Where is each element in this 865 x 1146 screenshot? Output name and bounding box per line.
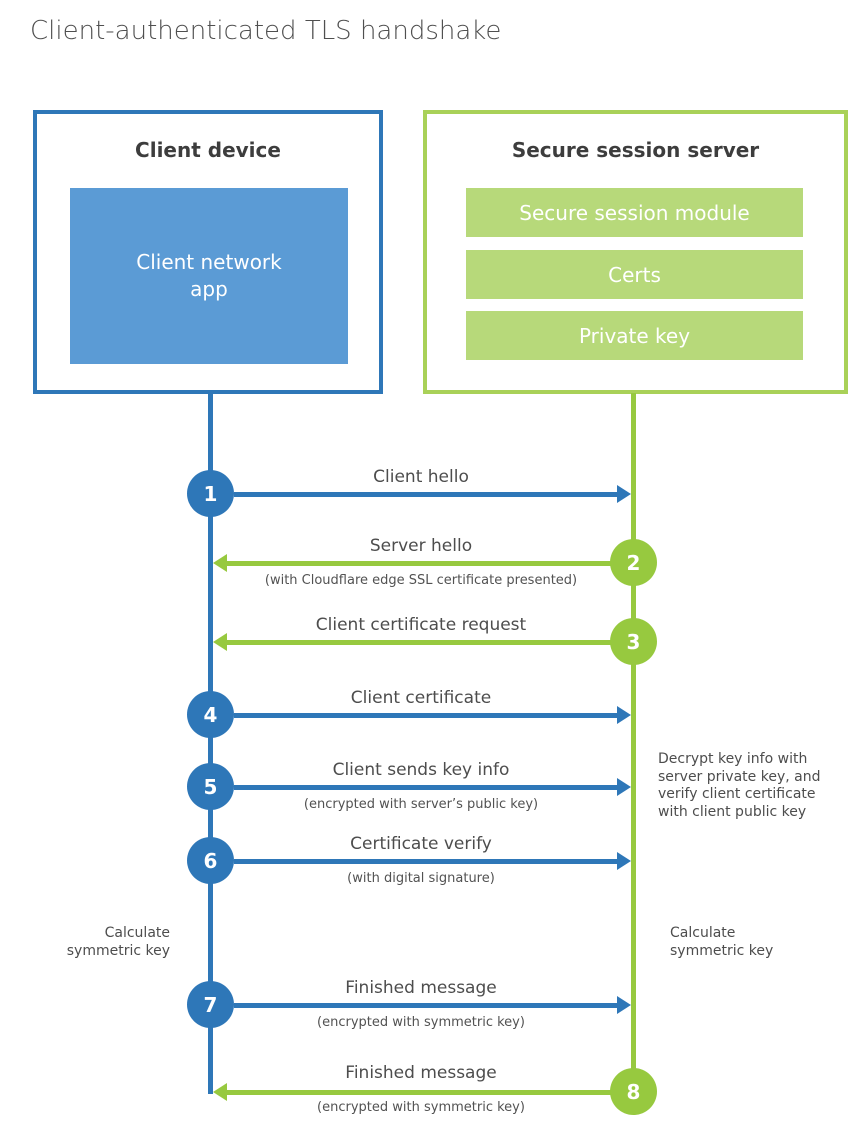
step-circle-3: 3	[610, 618, 657, 665]
client-network-app-box: Client network app	[70, 188, 348, 364]
server-module-certs: Certs	[466, 250, 803, 299]
message-arrow-1	[234, 485, 631, 503]
step-circle-5: 5	[187, 763, 234, 810]
server-module-label: Private key	[578, 323, 691, 348]
message-label-8: Finished message	[345, 1063, 497, 1083]
client-device-box: Client device Client network app	[33, 110, 383, 394]
message-arrow-3	[213, 633, 611, 651]
step-circle-6: 6	[187, 837, 234, 884]
message-label-4: Client certificate	[350, 688, 492, 708]
message-sublabel-5: (encrypted with server’s public key)	[303, 797, 539, 812]
step-circle-2: 2	[610, 539, 657, 586]
client-lifeline	[208, 393, 213, 1094]
message-label-2: Server hello	[369, 536, 473, 556]
server-lifeline	[631, 393, 636, 1092]
step-circle-4: 4	[187, 691, 234, 738]
step-circle-8: 8	[610, 1068, 657, 1115]
message-arrow-6	[234, 852, 631, 870]
server-module-private-key: Private key	[466, 311, 803, 360]
step-circle-1: 1	[187, 470, 234, 517]
server-module-secure-session-module: Secure session module	[466, 188, 803, 237]
message-arrow-2	[213, 554, 611, 572]
message-arrow-8	[213, 1083, 611, 1101]
message-sublabel-8: (encrypted with symmetric key)	[317, 1100, 525, 1115]
message-sublabel-7: (encrypted with symmetric key)	[317, 1015, 525, 1030]
step-circle-7: 7	[187, 981, 234, 1028]
message-sublabel-6: (with digital signature)	[347, 871, 495, 886]
secure-session-server-box: Secure session server Secure session mod…	[423, 110, 848, 394]
message-arrow-7	[234, 996, 631, 1014]
message-label-1: Client hello	[373, 467, 469, 487]
client-device-title: Client device	[135, 138, 281, 162]
decrypt-key-note: Decrypt key info with server private key…	[658, 751, 821, 820]
calculate-symmetric-key-note-client: Calculate symmetric key	[66, 925, 170, 959]
message-label-5: Client sends key info	[332, 760, 510, 780]
server-module-label: Certs	[608, 262, 661, 287]
message-label-7: Finished message	[345, 978, 497, 998]
secure-session-server-title: Secure session server	[511, 138, 760, 162]
message-label-6: Certificate verify	[350, 834, 492, 854]
server-module-label: Secure session module	[519, 200, 750, 225]
calculate-symmetric-key-note-server: Calculate symmetric key	[670, 925, 774, 959]
message-label-3: Client certificate request	[315, 615, 527, 635]
page-title: Client-authenticated TLS handshake	[30, 16, 502, 46]
message-arrow-4	[234, 706, 631, 724]
message-sublabel-2: (with Cloudflare edge SSL certificate pr…	[264, 573, 578, 588]
client-network-app-label: Client network app	[136, 250, 282, 301]
message-arrow-5	[234, 778, 631, 796]
